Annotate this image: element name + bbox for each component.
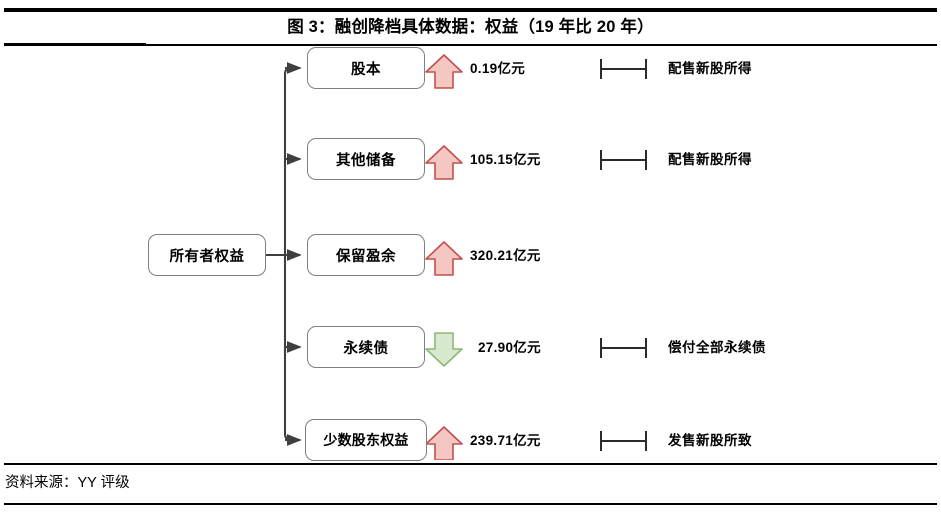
value-minority-interests: 239.71亿元 [470,433,541,448]
node-retained-earnings[interactable]: 保留盈余 [307,234,425,276]
header-rule-under-right [146,44,937,46]
node-root-label: 所有者权益 [169,248,245,265]
value-retained-earnings: 320.21亿元 [470,248,541,263]
node-label: 股本 [351,61,381,78]
note-perpetual-bonds: 偿付全部永续债 [668,340,766,355]
value-share-capital: 0.19亿元 [470,61,526,76]
note-minority-interests: 发售新股所致 [668,433,752,448]
bracket-connector-icon [600,59,647,451]
footer-rule-bottom [4,503,937,506]
node-minority-interests[interactable]: 少数股东权益 [305,419,427,461]
down-arrow-icon [425,332,463,367]
node-root[interactable]: 所有者权益 [148,234,266,276]
note-other-reserves: 配售新股所得 [668,152,752,167]
equity-breakdown-diagram: 所有者权益 股本 其他储备 保留盈余 永续债 少数股东权益 0.19亿元 105… [0,46,941,461]
up-arrow-icon [425,54,463,460]
node-perpetual-bonds[interactable]: 永续债 [307,326,425,368]
node-label: 永续债 [343,340,389,357]
node-other-reserves[interactable]: 其他储备 [307,138,425,180]
tree-branches [285,62,302,446]
figure-title: 图 3：融创降档具体数据：权益（19 年比 20 年） [287,18,654,36]
value-other-reserves: 105.15亿元 [470,152,541,167]
node-label: 保留盈余 [336,248,396,265]
source-note: 资料来源：YY 评级 [5,475,130,491]
header-rule-top [4,8,937,12]
header-rule-under-left [4,43,146,46]
node-label: 其他储备 [336,152,396,169]
footer-rule-top [4,463,937,466]
value-perpetual-bonds: 27.90亿元 [478,340,541,355]
node-label: 少数股东权益 [323,432,409,448]
node-share-capital[interactable]: 股本 [307,47,425,89]
note-share-capital: 配售新股所得 [668,61,752,76]
diagram-connectors-layer [266,54,647,460]
